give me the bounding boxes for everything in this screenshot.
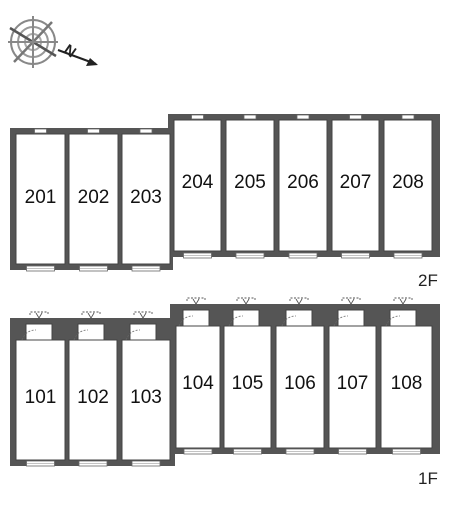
door-swing [281,315,297,327]
room-207[interactable] [331,119,380,252]
entry-notch [129,323,157,343]
floor-label-1f: 1F [418,469,438,488]
unit-label-106: 106 [284,373,316,394]
room-108[interactable] [380,325,433,449]
door-swing [385,315,401,327]
entry-canopy [289,297,309,301]
door-swing [21,329,37,341]
north-arrow-compass-icon [8,16,98,68]
entry-canopy [133,311,153,315]
entry-notch [232,309,260,329]
window-mark [401,114,415,120]
window-mark [34,128,47,134]
door-swing [228,315,244,327]
entry-arrow [295,298,303,305]
entry-notch [77,323,105,343]
window-mark [349,114,362,120]
door-swing [333,315,349,327]
entry-canopy [81,311,101,315]
north-label: N [60,41,79,61]
unit-label-208: 208 [392,172,424,193]
unit-label-107: 107 [337,373,369,394]
entry-canopy [341,297,361,301]
entry-notch [25,323,53,343]
entry-arrow [399,298,407,305]
door-swing [125,329,141,341]
window-mark [87,128,100,134]
unit-label-201: 201 [25,187,57,208]
room-101[interactable] [15,339,66,461]
unit-label-102: 102 [77,387,109,408]
entry-arrow [87,312,95,319]
room-201[interactable] [15,133,66,265]
entry-canopy [29,311,49,315]
entry-notch [285,309,313,329]
room-102[interactable] [68,339,118,461]
room-206[interactable] [278,119,328,252]
room-202[interactable] [68,133,119,265]
room-203[interactable] [121,133,171,265]
unit-label-105: 105 [232,373,264,394]
entry-notch [389,309,417,329]
unit-label-103: 103 [130,387,162,408]
entry-canopy [393,297,413,301]
entry-arrow [35,312,43,319]
unit-label-202: 202 [78,187,110,208]
unit-label-108: 108 [391,373,423,394]
window-mark [296,114,310,120]
unit-label-204: 204 [182,172,214,193]
entry-notch [337,309,365,329]
floor-label-2f: 2F [418,271,438,290]
unit-label-206: 206 [287,172,319,193]
entry-canopy [236,297,256,301]
entry-notch [182,309,210,329]
unit-label-104: 104 [182,373,214,394]
room-107[interactable] [328,325,377,449]
entry-arrow [347,298,355,305]
window-mark [243,114,257,120]
unit-label-203: 203 [130,187,162,208]
door-swing [73,329,89,341]
unit-label-205: 205 [234,172,266,193]
room-204[interactable] [173,119,222,252]
room-208[interactable] [383,119,433,252]
window-mark [139,128,153,134]
entry-canopy [186,297,206,301]
room-104[interactable] [175,325,221,449]
room-103[interactable] [121,339,171,461]
entry-arrow [192,298,200,305]
window-mark [191,114,204,120]
room-106[interactable] [275,325,325,449]
entry-arrow [242,298,250,305]
room-205[interactable] [225,119,275,252]
entry-arrow [139,312,147,319]
room-105[interactable] [223,325,272,449]
unit-label-207: 207 [340,172,372,193]
door-swing [178,315,194,327]
unit-label-101: 101 [25,387,57,408]
